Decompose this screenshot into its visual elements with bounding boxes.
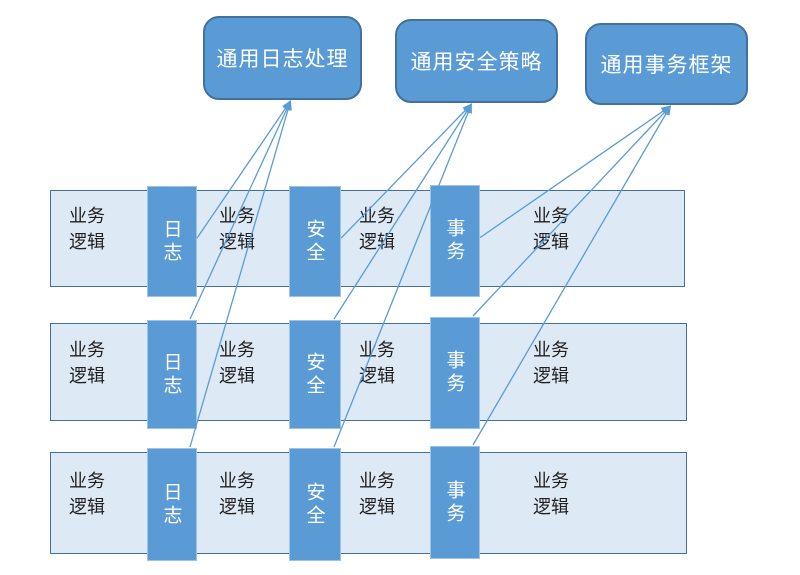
business-logic-label: 业务逻辑 bbox=[69, 340, 105, 388]
security-aspect-block: 安全 bbox=[289, 186, 341, 297]
business-logic-label: 业务逻辑 bbox=[219, 471, 255, 519]
log-aspect-label: 日志 bbox=[160, 351, 183, 398]
transaction-aspect-label: 事务 bbox=[443, 479, 466, 526]
business-logic-label: 业务逻辑 bbox=[359, 206, 395, 254]
log-aspect-block: 日志 bbox=[147, 186, 197, 297]
log-aspect-label: 日志 bbox=[160, 481, 183, 528]
layer-bar-2: 业务逻辑 业务逻辑 业务逻辑 业务逻辑 bbox=[50, 323, 687, 421]
common-transaction-framework-box: 通用事务框架 bbox=[585, 23, 748, 105]
transaction-aspect-label: 事务 bbox=[443, 218, 466, 264]
transaction-aspect-block: 事务 bbox=[430, 446, 480, 559]
layer-bar-3: 业务逻辑 业务逻辑 业务逻辑 业务逻辑 bbox=[50, 452, 687, 554]
common-transaction-framework-label: 通用事务框架 bbox=[600, 53, 733, 77]
business-logic-label: 业务逻辑 bbox=[219, 340, 255, 388]
business-logic-label: 业务逻辑 bbox=[533, 471, 569, 519]
security-aspect-label: 安全 bbox=[303, 218, 326, 265]
layer-bar-1: 业务逻辑 业务逻辑 业务逻辑 业务逻辑 bbox=[50, 190, 685, 287]
common-log-processing-label: 通用日志处理 bbox=[216, 47, 349, 71]
business-logic-label: 业务逻辑 bbox=[533, 340, 569, 388]
security-aspect-label: 安全 bbox=[303, 481, 326, 528]
transaction-aspect-block: 事务 bbox=[430, 317, 480, 429]
business-logic-label: 业务逻辑 bbox=[359, 340, 395, 388]
log-aspect-block: 日志 bbox=[147, 320, 197, 429]
security-aspect-label: 安全 bbox=[303, 351, 326, 398]
common-log-processing-box: 通用日志处理 bbox=[203, 16, 362, 100]
business-logic-label: 业务逻辑 bbox=[219, 206, 255, 254]
log-aspect-block: 日志 bbox=[147, 448, 197, 561]
security-aspect-block: 安全 bbox=[289, 320, 341, 429]
transaction-aspect-label: 事务 bbox=[443, 350, 466, 396]
common-security-policy-box: 通用安全策略 bbox=[395, 19, 558, 103]
transaction-aspect-block: 事务 bbox=[430, 185, 480, 297]
business-logic-label: 业务逻辑 bbox=[69, 471, 105, 519]
business-logic-label: 业务逻辑 bbox=[69, 206, 105, 254]
log-aspect-label: 日志 bbox=[160, 218, 183, 265]
security-aspect-block: 安全 bbox=[289, 448, 341, 561]
business-logic-label: 业务逻辑 bbox=[359, 471, 395, 519]
business-logic-label: 业务逻辑 bbox=[533, 206, 569, 254]
common-security-policy-label: 通用安全策略 bbox=[410, 50, 543, 74]
